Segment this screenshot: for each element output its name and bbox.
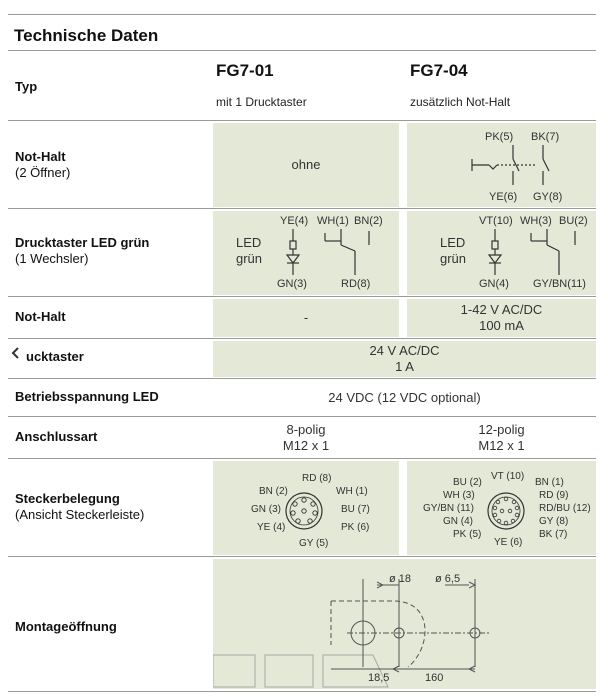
drucktaster-rating-value: 24 V AC/DC 1 A [369, 343, 440, 374]
shade [213, 559, 596, 689]
svg-text:WH (1): WH (1) [336, 486, 368, 497]
svg-text:BU(2): BU(2) [559, 215, 588, 227]
svg-text:GY (8): GY (8) [539, 516, 568, 527]
page-title: Technische Daten [14, 26, 159, 45]
nothalt-sublabel: (2 Öffner) [15, 165, 71, 180]
montage-label: Montageöffnung [15, 619, 117, 634]
anschlussart-fg7-04: 12-polig M12 x 1 [478, 422, 525, 453]
svg-text:GN(4): GN(4) [479, 278, 509, 290]
drucktaster-fg7-04-circuit: LED grün VT(10) WH(3) BU(2) GN(4) GY/BN(… [440, 215, 588, 290]
svg-text:YE (4): YE (4) [257, 522, 285, 533]
top-divider [8, 14, 596, 15]
svg-text:160: 160 [425, 672, 443, 684]
svg-text:WH(3): WH(3) [520, 215, 552, 227]
betriebsspannung-label: Betriebsspannung LED [15, 389, 159, 404]
svg-text:GY/BN (11): GY/BN (11) [423, 503, 474, 514]
svg-text:WH(1): WH(1) [317, 215, 349, 227]
nothalt-rating-fg7-01: - [303, 310, 309, 325]
svg-text:ø 6,5: ø 6,5 [435, 573, 460, 585]
mounting-drawing: ø 18 ø 6,5 18,5 160 [213, 573, 489, 688]
svg-text:YE(4): YE(4) [280, 215, 308, 227]
nothalt-label: Not-Halt [15, 149, 66, 164]
svg-text:BN (1): BN (1) [535, 477, 564, 488]
nothalt-circuit-diagram: PK(5) BK(7) YE(6) GY(8) [471, 131, 562, 203]
svg-text:LED: LED [440, 235, 465, 250]
shade [407, 461, 596, 555]
row-betriebsspannung: Betriebsspannung LED 24 VDC (12 VDC opti… [8, 378, 596, 417]
drucktaster-fg7-01-circuit: LED grün YE(4) WH(1) BN(2) GN(3) RD(8) [236, 215, 383, 290]
row-nothalt: Not-Halt (2 Öffner) ohne PK(5) BK(7) YE(… [8, 120, 596, 209]
svg-text:GY/BN(11): GY/BN(11) [533, 278, 586, 290]
svg-text:BN (2): BN (2) [259, 486, 288, 497]
connector-12pin-diagram: VT (10) BU (2) BN (1) WH (3) RD (9) GY/B… [423, 471, 591, 548]
nothalt-fg7-01: ohne [291, 157, 321, 172]
svg-text:GN (4): GN (4) [443, 516, 473, 527]
svg-text:grün: grün [236, 251, 262, 266]
svg-text:BK (7): BK (7) [539, 529, 567, 540]
svg-text:PK (6): PK (6) [341, 522, 369, 533]
wire-ye: YE(6) [489, 191, 517, 203]
shade [213, 211, 399, 295]
svg-text:BU (7): BU (7) [341, 504, 370, 515]
svg-text:ø 18: ø 18 [389, 573, 411, 585]
wire-gy: GY(8) [533, 191, 562, 203]
row-drucktaster: Drucktaster LED grün (1 Wechsler) LED gr… [8, 208, 596, 297]
wire-pk: PK(5) [485, 131, 513, 143]
svg-text:RD/BU (12): RD/BU (12) [539, 503, 591, 514]
steckerbelegung-sublabel: (Ansicht Steckerleiste) [15, 507, 145, 522]
wire-bk: BK(7) [531, 131, 559, 143]
svg-text:PK (5): PK (5) [453, 529, 481, 540]
svg-text:GY (5): GY (5) [299, 538, 328, 549]
drucktaster-label: Drucktaster LED grün [15, 235, 150, 250]
svg-text:RD (9): RD (9) [539, 490, 568, 501]
type-label: Typ [15, 79, 38, 94]
chevron-left-icon[interactable] [10, 346, 26, 362]
anschlussart-label: Anschlussart [15, 429, 98, 444]
svg-text:RD (8): RD (8) [302, 473, 331, 484]
connector-8pin-diagram: RD (8) BN (2) WH (1) GN (3) BU (7) YE (4… [251, 473, 370, 549]
shade [213, 461, 399, 555]
product-fg7-04-sub: zusätzlich Not-Halt [410, 95, 511, 109]
product-fg7-01: FG7-01 [216, 61, 274, 80]
drucktaster-rating-label: ucktaster [26, 349, 84, 364]
svg-text:GN (3): GN (3) [251, 504, 281, 515]
svg-text:RD(8): RD(8) [341, 278, 370, 290]
svg-text:18,5: 18,5 [368, 672, 389, 684]
shade [407, 211, 596, 295]
svg-text:GN(3): GN(3) [277, 278, 307, 290]
shade [213, 123, 399, 207]
anschlussart-fg7-01: 8-polig M12 x 1 [282, 422, 330, 453]
row-nothalt-rating: Not-Halt - 1-42 V AC/DC 100 mA [8, 296, 596, 339]
svg-text:BN(2): BN(2) [354, 215, 383, 227]
svg-text:LED: LED [236, 235, 261, 250]
row-anschlussart: Anschlussart 8-polig M12 x 1 12-polig M1… [8, 416, 596, 459]
header-row: Typ FG7-01 mit 1 Drucktaster FG7-04 zusä… [8, 50, 596, 121]
nothalt-rating-fg7-04: 1-42 V AC/DC 100 mA [460, 302, 543, 333]
row-drucktaster-rating: ucktaster 24 V AC/DC 1 A [8, 338, 596, 379]
nothalt-rating-label: Not-Halt [15, 309, 66, 324]
betriebsspannung-value: 24 VDC (12 VDC optional) [328, 390, 481, 405]
svg-text:grün: grün [440, 251, 466, 266]
row-montage: Montageöffnung ø 18 ø 6,5 [8, 556, 596, 692]
svg-text:YE (6): YE (6) [494, 537, 522, 548]
row-steckerbelegung: Steckerbelegung (Ansicht Steckerleiste) … [8, 458, 596, 557]
shade [213, 299, 399, 337]
product-fg7-04: FG7-04 [410, 61, 468, 80]
svg-text:BU (2): BU (2) [453, 477, 482, 488]
shade [407, 299, 596, 337]
steckerbelegung-label: Steckerbelegung [15, 491, 120, 506]
shade [213, 341, 596, 377]
svg-text:WH (3): WH (3) [443, 490, 475, 501]
svg-text:VT(10): VT(10) [479, 215, 513, 227]
product-fg7-01-sub: mit 1 Drucktaster [216, 95, 307, 109]
drucktaster-sublabel: (1 Wechsler) [15, 251, 89, 266]
svg-text:VT (10): VT (10) [491, 471, 524, 482]
